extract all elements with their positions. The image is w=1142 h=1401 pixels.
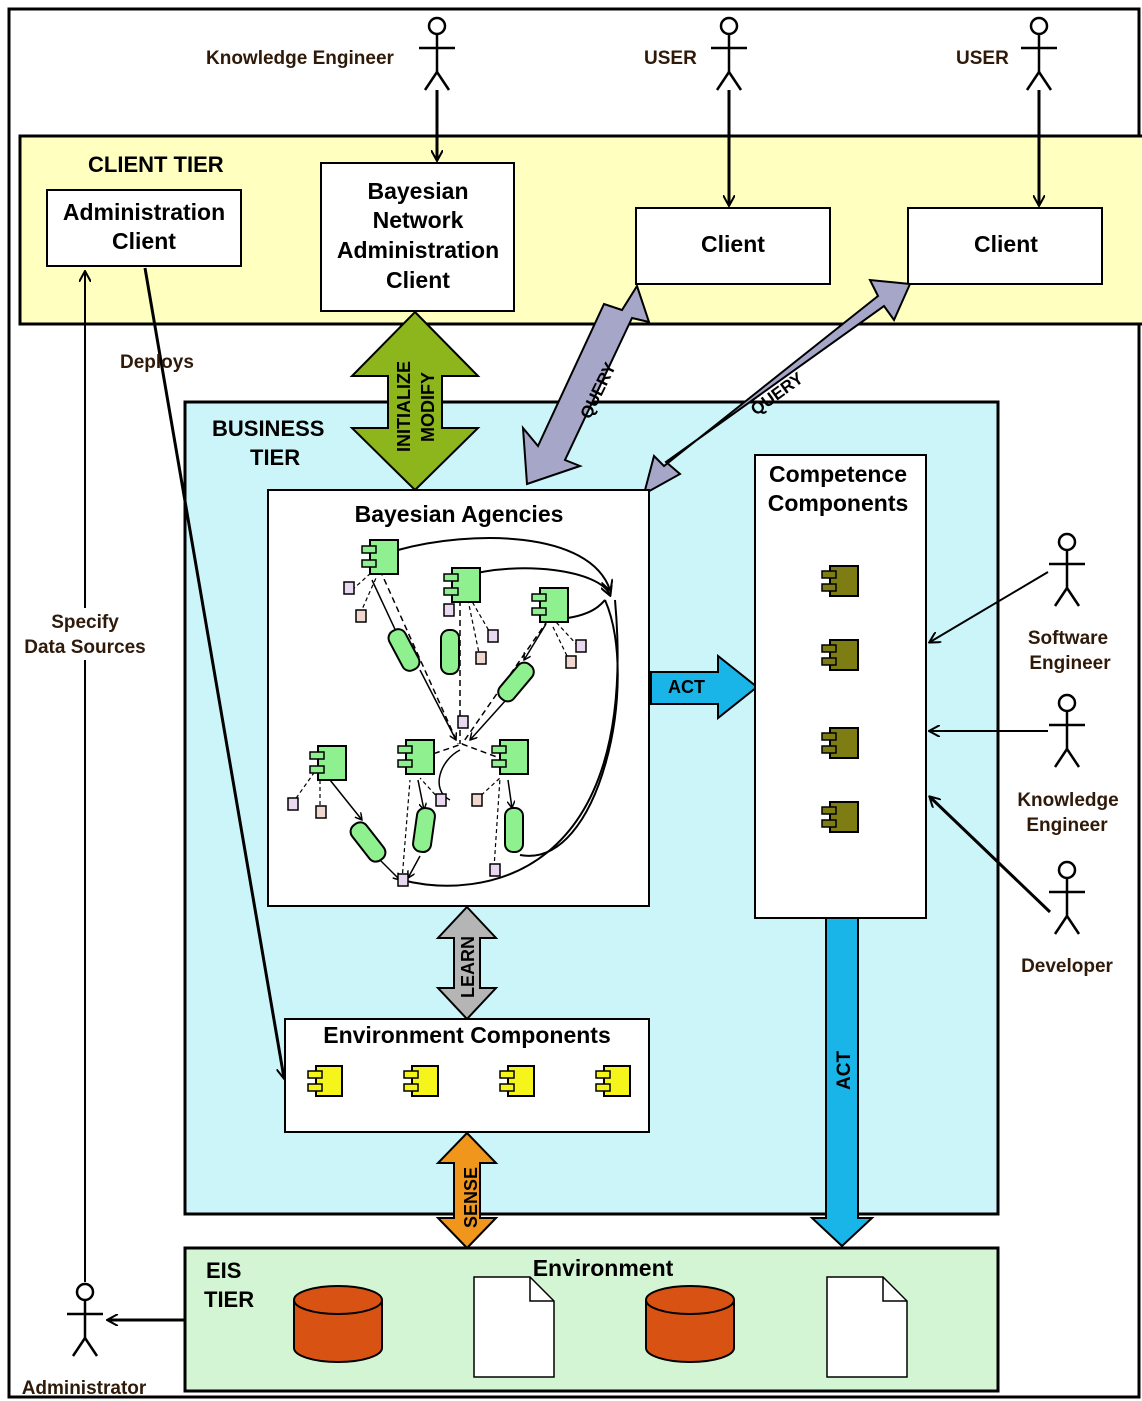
modify-label: MODIFY xyxy=(418,372,438,442)
sense-arrow xyxy=(435,1131,499,1250)
business-tier-label-2: TIER xyxy=(250,445,300,470)
actor-icon xyxy=(1049,532,1085,607)
software-engineer-arrow xyxy=(930,571,1049,642)
client-1-label: Client xyxy=(701,231,765,257)
bayesian-agencies-title: Bayesian Agencies xyxy=(355,501,564,527)
business-tier-label-1: BUSINESS xyxy=(212,416,324,441)
eis-tier-label-1: EIS xyxy=(206,1258,241,1283)
component-icon xyxy=(361,539,399,575)
bn-admin-label-1: Bayesian xyxy=(367,178,468,204)
knowledge-engineer-top-label: Knowledge Engineer xyxy=(206,48,395,69)
software-engineer-label-2: Engineer xyxy=(1029,653,1111,674)
component-icon xyxy=(821,727,859,759)
client-box-2 xyxy=(907,207,1103,285)
cylinder-icon xyxy=(349,821,387,863)
component-icon xyxy=(491,739,529,775)
cylinder-icon xyxy=(440,629,460,675)
administrator-label: Administrator xyxy=(22,1378,147,1399)
knowledge-engineer-right-label-1: Knowledge xyxy=(1017,790,1118,811)
bn-admin-label-3: Administration xyxy=(337,237,499,263)
component-icon xyxy=(595,1065,631,1097)
client-2-label: Client xyxy=(974,231,1038,257)
bn-admin-label-2: Network xyxy=(373,207,464,233)
component-icon xyxy=(443,567,481,603)
eis-tier-label-2: TIER xyxy=(204,1287,254,1312)
specify-label-2: Data Sources xyxy=(24,637,145,658)
competence-label-2: Components xyxy=(768,490,909,516)
query-arrow-1 xyxy=(521,283,651,486)
user-2-label: USER xyxy=(956,48,1009,69)
cylinder-icon xyxy=(387,628,421,672)
environment-title: Environment xyxy=(533,1255,674,1281)
learn-label: LEARN xyxy=(458,936,478,998)
actor-icon xyxy=(67,1282,103,1357)
initialize-label: INITIALIZE xyxy=(394,361,414,452)
user-1-label: USER xyxy=(644,48,697,69)
sub-component-icons xyxy=(287,581,587,887)
bn-administration-client-box xyxy=(320,162,515,312)
actor-icon xyxy=(1021,16,1057,91)
administration-client-label-1: Administration xyxy=(63,199,225,225)
cylinder-icon xyxy=(412,806,436,854)
act-horizontal-label: ACT xyxy=(668,677,705,697)
specify-label-1: Specify xyxy=(51,612,119,633)
component-icon xyxy=(403,1065,439,1097)
actors xyxy=(67,16,1085,1357)
component-icon xyxy=(531,587,569,623)
administration-client-label-2: Client xyxy=(112,228,176,254)
competence-components-box xyxy=(754,454,927,919)
administration-client-box xyxy=(46,189,242,267)
outer-frame xyxy=(7,7,1141,1399)
database-icon xyxy=(293,1285,383,1363)
component-icon xyxy=(821,801,859,833)
competence-label-1: Competence xyxy=(769,461,907,487)
bayesian-agencies-box xyxy=(267,489,650,907)
component-icon xyxy=(309,745,347,781)
actor-icon xyxy=(1049,693,1085,768)
deploys-arrow xyxy=(143,267,284,1078)
actor-icon xyxy=(711,16,747,91)
act-vertical-arrow xyxy=(809,917,875,1248)
software-engineer-label-1: Software xyxy=(1028,628,1108,649)
act-horizontal-arrow xyxy=(650,653,759,721)
component-icon xyxy=(821,639,859,671)
component-icon xyxy=(397,739,435,775)
actor-icon xyxy=(419,16,455,91)
environment-components-title: Environment Components xyxy=(323,1022,611,1048)
knowledge-engineer-right-label-2: Engineer xyxy=(1026,815,1108,836)
client-box-1 xyxy=(635,207,831,285)
bn-admin-label-4: Client xyxy=(386,267,450,293)
deploys-label: Deploys xyxy=(120,352,194,373)
act-vertical-label: ACT xyxy=(834,1051,855,1090)
developer-label: Developer xyxy=(1021,956,1113,977)
document-icon xyxy=(473,1276,555,1378)
component-icon xyxy=(821,565,859,597)
client-tier-label: CLIENT TIER xyxy=(88,152,224,177)
component-icon xyxy=(307,1065,343,1097)
database-icon xyxy=(645,1285,735,1363)
cylinder-icon xyxy=(497,661,535,703)
developer-arrow xyxy=(930,797,1052,914)
document-icon xyxy=(826,1276,908,1378)
actor-icon xyxy=(1049,860,1085,935)
cylinder-icon xyxy=(504,807,524,853)
sense-label: SENSE xyxy=(461,1167,481,1228)
component-icon xyxy=(499,1065,535,1097)
specify-label-bg xyxy=(22,608,150,660)
